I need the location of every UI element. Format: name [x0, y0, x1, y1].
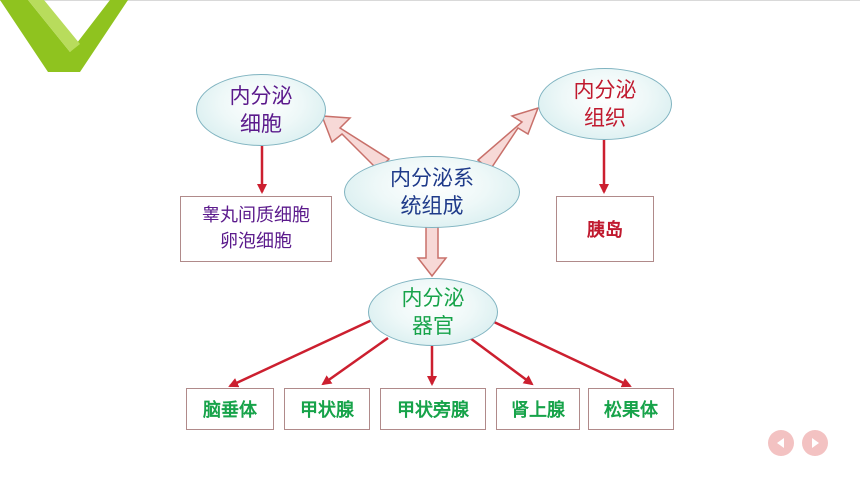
chevron-left-icon — [777, 438, 784, 448]
hollow-arrow-to-cell — [320, 115, 391, 172]
organ-node-label: 内分泌 器官 — [401, 286, 465, 338]
chevron-right-icon — [812, 438, 819, 448]
corner-chevron-decoration — [0, 0, 128, 72]
organ-item-label: 脑垂体 — [203, 400, 257, 421]
organ-item-label: 甲状旁腺 — [397, 400, 469, 421]
center-node: 内分泌系 统组成 — [344, 156, 520, 228]
tissue-node: 内分泌 组织 — [538, 68, 672, 140]
organ-item-label: 甲状腺 — [300, 400, 354, 421]
organ-item: 脑垂体 — [186, 388, 274, 430]
tissue-box: 胰岛 — [556, 196, 654, 262]
hollow-arrow-to-tissue — [476, 106, 540, 172]
organ-item: 甲状旁腺 — [380, 388, 486, 430]
red-arrow-organ-to-item-5 — [493, 320, 632, 388]
organ-item: 肾上腺 — [496, 388, 580, 430]
cell-node: 内分泌 细胞 — [196, 74, 326, 146]
cell-node-label: 内分泌 细胞 — [229, 84, 293, 136]
red-arrow-organ-to-item-1 — [228, 318, 373, 388]
top-border — [0, 0, 860, 1]
cell-box: 睾丸间质细胞 卵泡细胞 — [180, 196, 332, 262]
organ-item-label: 肾上腺 — [511, 400, 565, 421]
organ-item: 甲状腺 — [284, 388, 370, 430]
organ-node: 内分泌 器官 — [368, 278, 498, 346]
organ-item: 松果体 — [588, 388, 674, 430]
tissue-node-label: 内分泌 组织 — [573, 78, 637, 130]
red-arrow-organ-to-item-4 — [469, 336, 534, 386]
corner-chevron-shadow — [28, 0, 80, 52]
hollow-arrow-to-organ — [416, 225, 448, 278]
organ-item-label: 松果体 — [604, 400, 658, 421]
center-node-label: 内分泌系 统组成 — [390, 166, 474, 218]
red-arrow-organ-to-item-2 — [321, 336, 389, 386]
prev-slide-button[interactable] — [768, 430, 794, 456]
next-slide-button[interactable] — [802, 430, 828, 456]
cell-box-text: 睾丸间质细胞 卵泡细胞 — [202, 205, 310, 252]
tissue-box-text: 胰岛 — [587, 220, 623, 241]
